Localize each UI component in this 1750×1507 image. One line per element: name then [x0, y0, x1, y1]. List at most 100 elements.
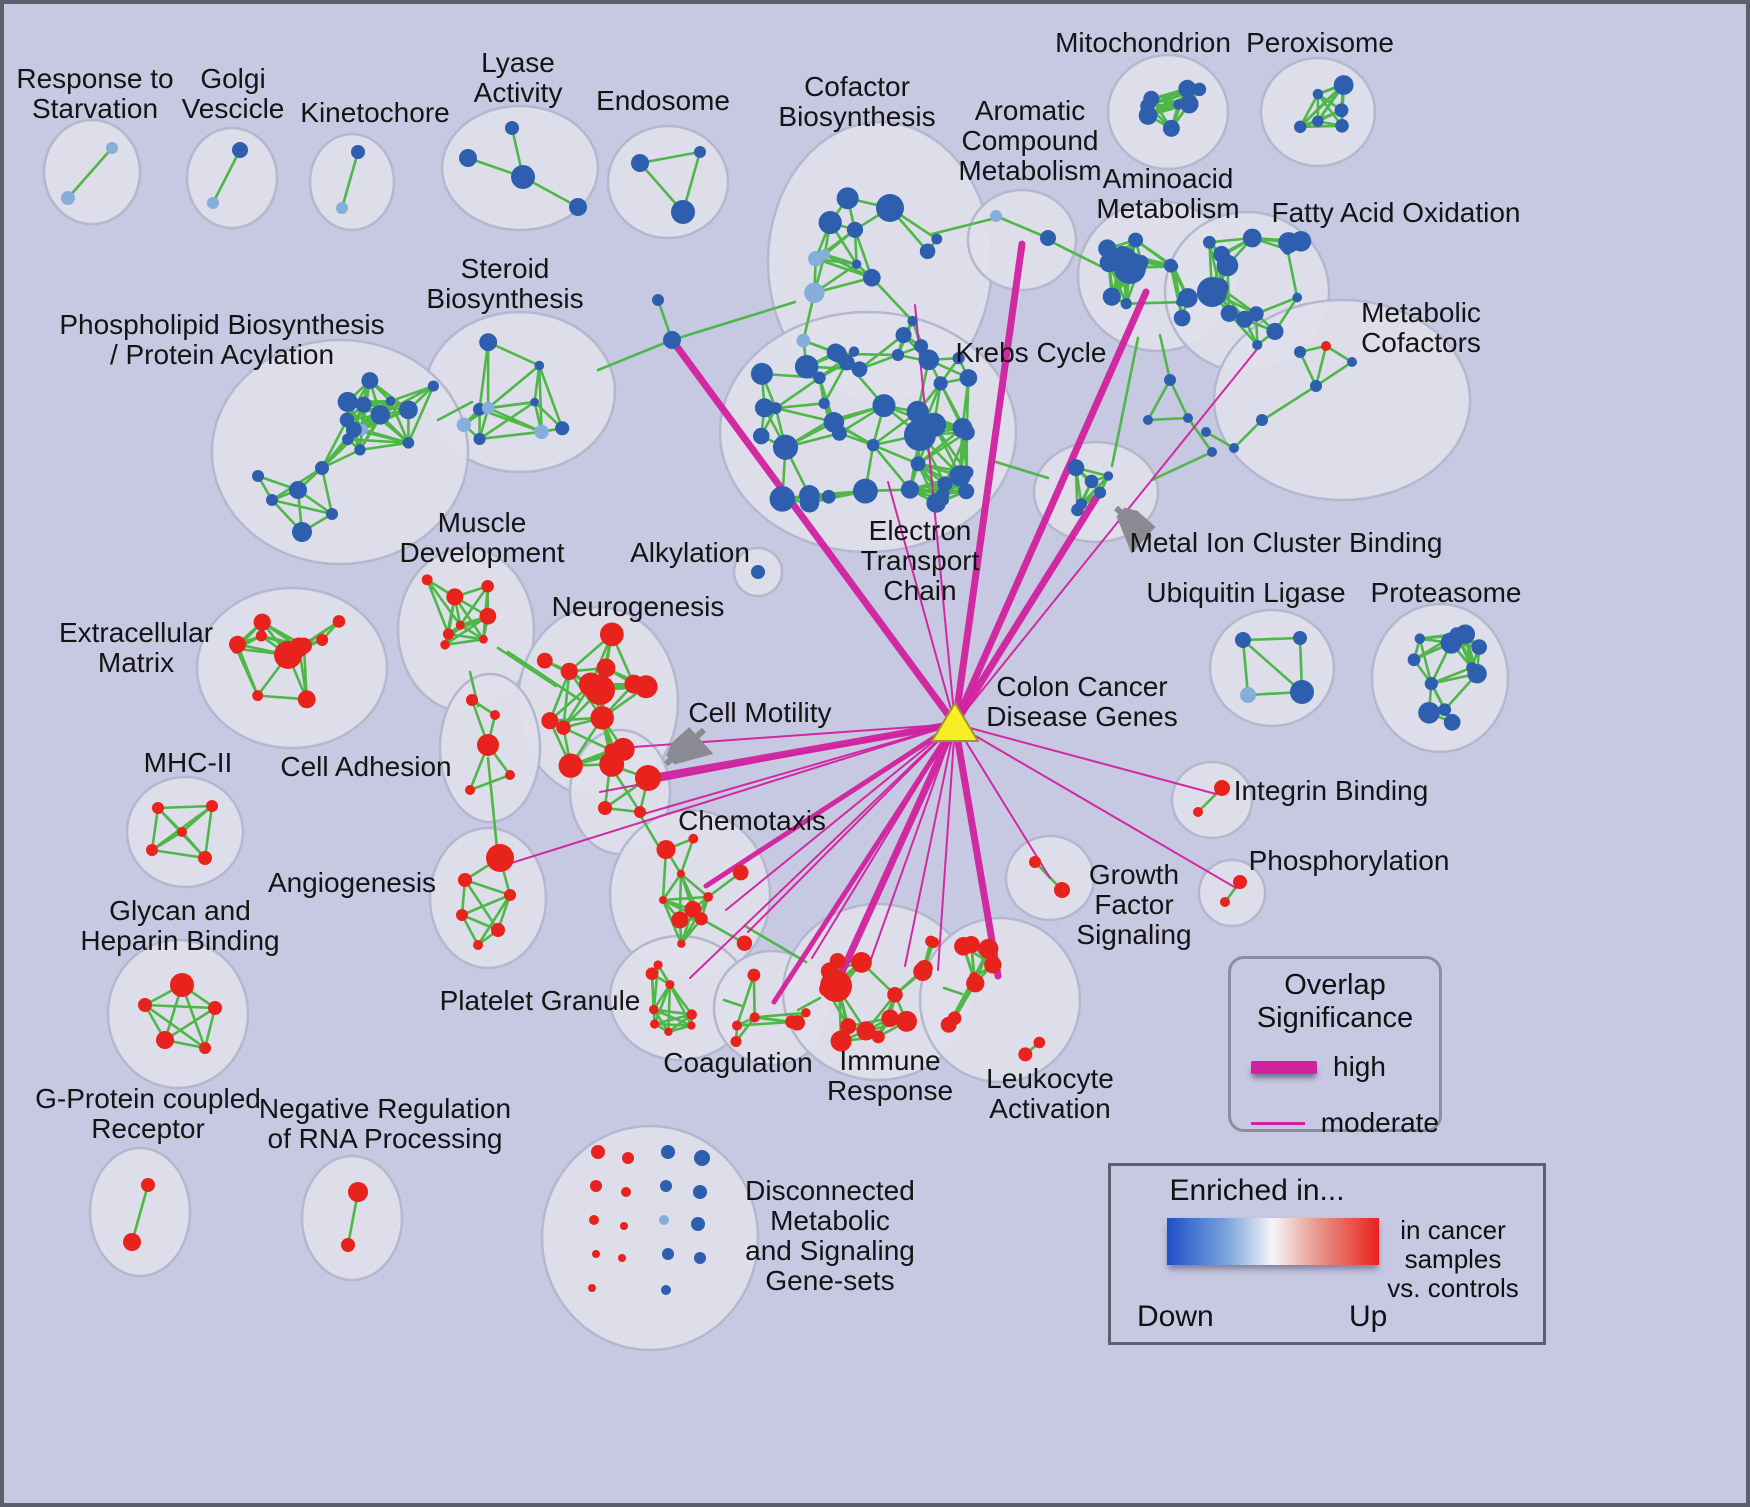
gene-set-node-cell-motility	[598, 801, 612, 815]
inter-cluster-edge	[796, 996, 822, 1012]
label-line: Activation	[989, 1093, 1110, 1124]
inter-cluster-edge	[930, 216, 998, 236]
gene-set-edge	[1286, 248, 1299, 299]
gene-set-node-immune-response	[927, 936, 940, 949]
gene-set-node-mitochondrion	[1140, 98, 1155, 114]
high-significance-edge	[838, 720, 959, 976]
gene-set-node-disconnected-gene-sets	[590, 1180, 602, 1192]
gene-set-edge	[1314, 360, 1354, 388]
label-krebs-cycle: Krebs Cycle	[956, 337, 1107, 368]
gene-set-edge	[1232, 418, 1264, 450]
gene-set-edge	[548, 670, 571, 723]
gene-set-node-steroid-biosynthesis	[555, 421, 570, 436]
label-line: Colon Cancer	[996, 671, 1167, 702]
gene-set-node-metabolic-cofactors	[1321, 341, 1331, 351]
gene-set-node-endosome	[631, 154, 649, 172]
gene-set-node-platelet-granule	[650, 1019, 660, 1029]
enrichment-context-line2: samples	[1404, 1244, 1502, 1274]
gene-set-edge	[425, 578, 450, 636]
gene-set-node-cofactor-biosynthesis	[818, 210, 842, 235]
gene-set-node-steroid-biosynthesis	[473, 432, 486, 446]
label-line: Gene-sets	[765, 1265, 894, 1296]
gene-set-edge	[425, 578, 462, 627]
label-line: Cell Adhesion	[280, 751, 451, 782]
gene-set-node-immune-response	[840, 1018, 857, 1035]
moderate-significance-edge	[639, 723, 956, 816]
gene-set-node-fatty-acid-oxidation	[1213, 245, 1230, 263]
gene-set-node-proteasome	[1418, 701, 1440, 724]
gene-set-node-metabolic-cofactors	[1229, 443, 1239, 453]
gene-set-node-electron-transport-chain	[921, 412, 947, 437]
gene-set-edge	[562, 670, 571, 729]
gene-set-node-phospholipid-biosynthesis	[289, 481, 307, 499]
gene-set-node-proteasome	[1438, 703, 1452, 717]
label-kinetochore: Kinetochore	[300, 97, 449, 128]
gene-set-node-electron-transport-chain	[936, 487, 950, 501]
label-chemotaxis: Chemotaxis	[678, 805, 826, 836]
gene-set-node-cell-motility	[635, 765, 661, 791]
gene-set-edge	[447, 632, 485, 641]
gene-set-edge	[1080, 474, 1110, 506]
label-line: Muscle	[438, 507, 527, 538]
gene-set-edge	[340, 150, 360, 210]
gene-set-node-angiogenesis	[491, 923, 505, 937]
gene-set-edge	[1418, 637, 1433, 685]
enrichment-context-line1: in cancer	[1400, 1215, 1506, 1245]
gene-set-node-electron-transport-chain	[918, 349, 940, 371]
gene-set-node-extracellular-matrix	[316, 634, 329, 647]
gene-set-node-electron-transport-chain	[838, 354, 855, 371]
gene-set-edge	[150, 848, 207, 860]
gene-set-node-cell-adhesion	[477, 734, 499, 756]
gene-set-node-leukocyte-activation	[940, 1016, 957, 1033]
label-line: Response	[827, 1075, 953, 1106]
cluster-bubble-glycan-heparin-binding	[106, 938, 250, 1090]
gene-set-node-aminoacid-metabolism	[1134, 254, 1149, 270]
gene-set-node-neurogenesis	[536, 652, 553, 669]
gene-set-edge	[180, 804, 214, 834]
cluster-bubble-ubiquitin-ligase	[1208, 608, 1336, 728]
gene-set-edge	[735, 973, 756, 1027]
moderate-significance-edge	[811, 723, 956, 959]
pointer-arrow	[1116, 508, 1150, 538]
gene-set-edge	[478, 340, 490, 411]
label-platelet-granule: Platelet Granule	[440, 985, 641, 1016]
gene-set-node-neurogenesis	[556, 720, 571, 735]
gene-set-node-disconnected-gene-sets	[591, 1145, 605, 1159]
high-significance-edge	[951, 488, 1104, 728]
label-metal-ion-cluster-binding: Metal Ion Cluster Binding	[1130, 527, 1443, 558]
gene-set-edge	[358, 441, 410, 452]
gene-set-node-angiogenesis	[456, 909, 468, 921]
label-line: Biosynthesis	[426, 283, 583, 314]
moderate-significance-edge	[954, 723, 1237, 889]
gene-set-node-steroid-biosynthesis	[456, 417, 472, 433]
gene-set-node-muscle-development	[440, 640, 450, 650]
gene-set-node-phospholipid-biosynthesis	[346, 421, 362, 438]
gene-set-edge	[1124, 300, 1182, 305]
gene-set-node-mitochondrion	[1192, 82, 1207, 97]
gene-set-node-peroxisome	[1312, 115, 1324, 127]
gene-set-node-proteasome	[1471, 639, 1487, 655]
gene-set-node-coagulation	[801, 1008, 811, 1018]
label-line: Aminoacid	[1103, 163, 1234, 194]
label-line: Ubiquitin Ligase	[1146, 577, 1345, 608]
gene-set-edge	[1168, 378, 1190, 420]
gene-set-edge	[1204, 430, 1236, 450]
gene-set-node-endosome	[694, 146, 706, 158]
gene-set-node-electron-transport-chain	[769, 486, 796, 512]
gene-set-edge	[858, 333, 905, 371]
gene-set-node-muscle-development	[479, 607, 497, 625]
gene-set-node-golgi-vescicle	[232, 142, 248, 158]
gene-set-node-disconnected-gene-sets	[659, 1215, 669, 1225]
label-line: Vescicle	[182, 93, 285, 124]
gene-set-node-integrin-binding	[1193, 807, 1203, 817]
gene-set-node-coagulation	[747, 968, 761, 982]
gene-set-node-ubiquitin-ligase	[1290, 680, 1314, 704]
colon-cancer-hub-triangle	[930, 701, 980, 742]
gene-set-node-mitochondrion	[1173, 99, 1184, 110]
gene-set-node-leukocyte-activation	[978, 938, 999, 959]
gene-set-edge	[443, 614, 490, 647]
